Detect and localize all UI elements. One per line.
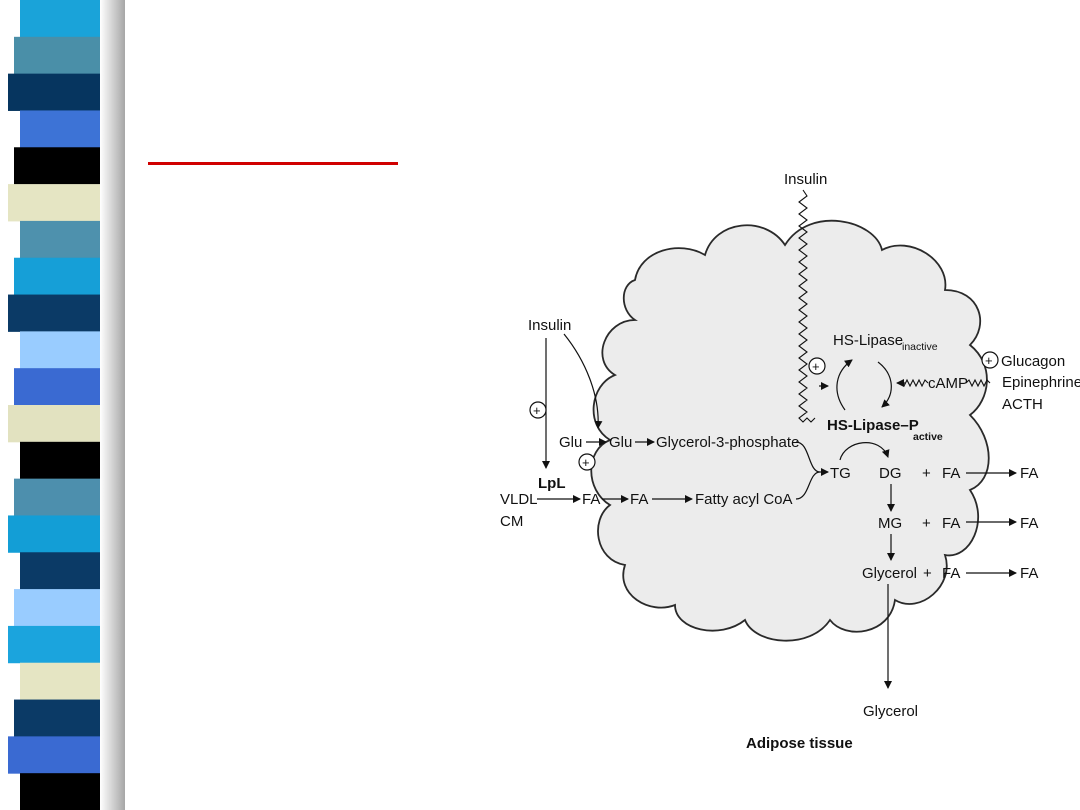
- diagram-caption: Adipose tissue: [746, 735, 853, 752]
- stripe-segment: [14, 257, 100, 296]
- plus-symbol: +: [985, 353, 993, 368]
- fa-release-3: FA: [942, 565, 960, 582]
- stripe-segment: [14, 699, 100, 737]
- stripe-segment: [20, 0, 100, 38]
- title-underline: [148, 162, 398, 165]
- glu-outside-label: Glu: [559, 434, 582, 451]
- insulin-activation-plus-icon: [808, 357, 826, 375]
- stripe-segment: [20, 552, 100, 590]
- fa-release-2: FA: [942, 515, 960, 532]
- activation-cycle-arrow-up: [836, 359, 853, 411]
- stripe-segment: [20, 331, 100, 369]
- hs-lipase-inactive-sub: inactive: [902, 341, 938, 353]
- stripe-segment: [8, 294, 100, 332]
- fa-inside-label: FA: [630, 491, 648, 508]
- stripe-segment: [8, 736, 100, 774]
- lpl-label: LpL: [538, 475, 566, 492]
- fa-exported-2: FA: [1020, 515, 1038, 532]
- glu-inside-label: Glu: [609, 434, 632, 451]
- hs-lipase-p-label: HS-Lipase–P: [827, 417, 919, 434]
- hs-lipase-label: HS-Lipase: [833, 332, 903, 349]
- hormone-activation-plus-icon: [981, 351, 999, 369]
- fatty-acyl-coa-label: Fatty acyl CoA: [695, 491, 793, 508]
- plus-symbol: +: [582, 455, 590, 470]
- activation-cycle-arrow-down: [877, 361, 892, 408]
- insulin-signal-wave: [798, 189, 816, 423]
- insulin-left-label: Insulin: [528, 317, 571, 334]
- stripe-segment: [8, 184, 100, 222]
- plus-symbol: +: [812, 359, 820, 374]
- stripe-segment: [20, 662, 100, 701]
- lpl-activation-plus-icon: [529, 401, 547, 419]
- glucose-transport-plus-icon: [578, 453, 596, 471]
- fa-release-1: FA: [942, 465, 960, 482]
- fa-outside-label: FA: [582, 491, 600, 508]
- stripe-segment: [20, 441, 100, 480]
- hs-lipase-p-active-sub: active: [913, 431, 943, 443]
- epinephrine-label: Epinephrine: [1002, 374, 1080, 391]
- fa-exported-3: FA: [1020, 565, 1038, 582]
- acth-label: ACTH: [1002, 396, 1043, 413]
- plus-symbol: +: [533, 403, 541, 418]
- stripe-segment: [14, 368, 100, 406]
- glycerol-exported-label: Glycerol: [863, 703, 918, 720]
- stripe-segment: [20, 773, 100, 810]
- glycerol-inside-label: Glycerol: [862, 565, 917, 582]
- plus-op: +: [923, 565, 932, 582]
- plus-op: +: [922, 465, 931, 482]
- lipase-action-arrow: [839, 442, 890, 461]
- fa-exported-1: FA: [1020, 465, 1038, 482]
- stripe-segment: [8, 405, 100, 443]
- camp-signal-wave: [965, 378, 991, 388]
- dg-label: DG: [879, 465, 902, 482]
- camp-label: cAMP: [928, 375, 968, 392]
- adipose-cell-outline: [590, 219, 990, 642]
- decorative-stripe-bar: [8, 0, 125, 810]
- cm-label: CM: [500, 513, 523, 530]
- insulin-to-glucose-uptake-arrow: [563, 333, 603, 429]
- tg-label: TG: [830, 465, 851, 482]
- stripe-segment: [14, 478, 100, 516]
- vldl-label: VLDL: [500, 491, 538, 508]
- glucagon-label: Glucagon: [1001, 353, 1065, 370]
- glycerol-3-phosphate-label: Glycerol-3-phosphate: [656, 434, 799, 451]
- stripe-segment: [8, 515, 100, 553]
- plus-op: +: [922, 515, 931, 532]
- stripe-segment: [14, 36, 100, 75]
- adipose-tissue-diagram: Insulin + HS-Lipase inactive HS-Lipase–P…: [500, 171, 1080, 752]
- stripe-segment: [14, 147, 100, 185]
- stripe-segment: [8, 73, 100, 111]
- stripe-segment: [8, 625, 100, 664]
- stripe-segment: [20, 110, 100, 148]
- mg-label: MG: [878, 515, 902, 532]
- stripe-segment: [14, 589, 100, 627]
- insulin-top-label: Insulin: [784, 171, 827, 188]
- stripe-segment: [20, 220, 100, 259]
